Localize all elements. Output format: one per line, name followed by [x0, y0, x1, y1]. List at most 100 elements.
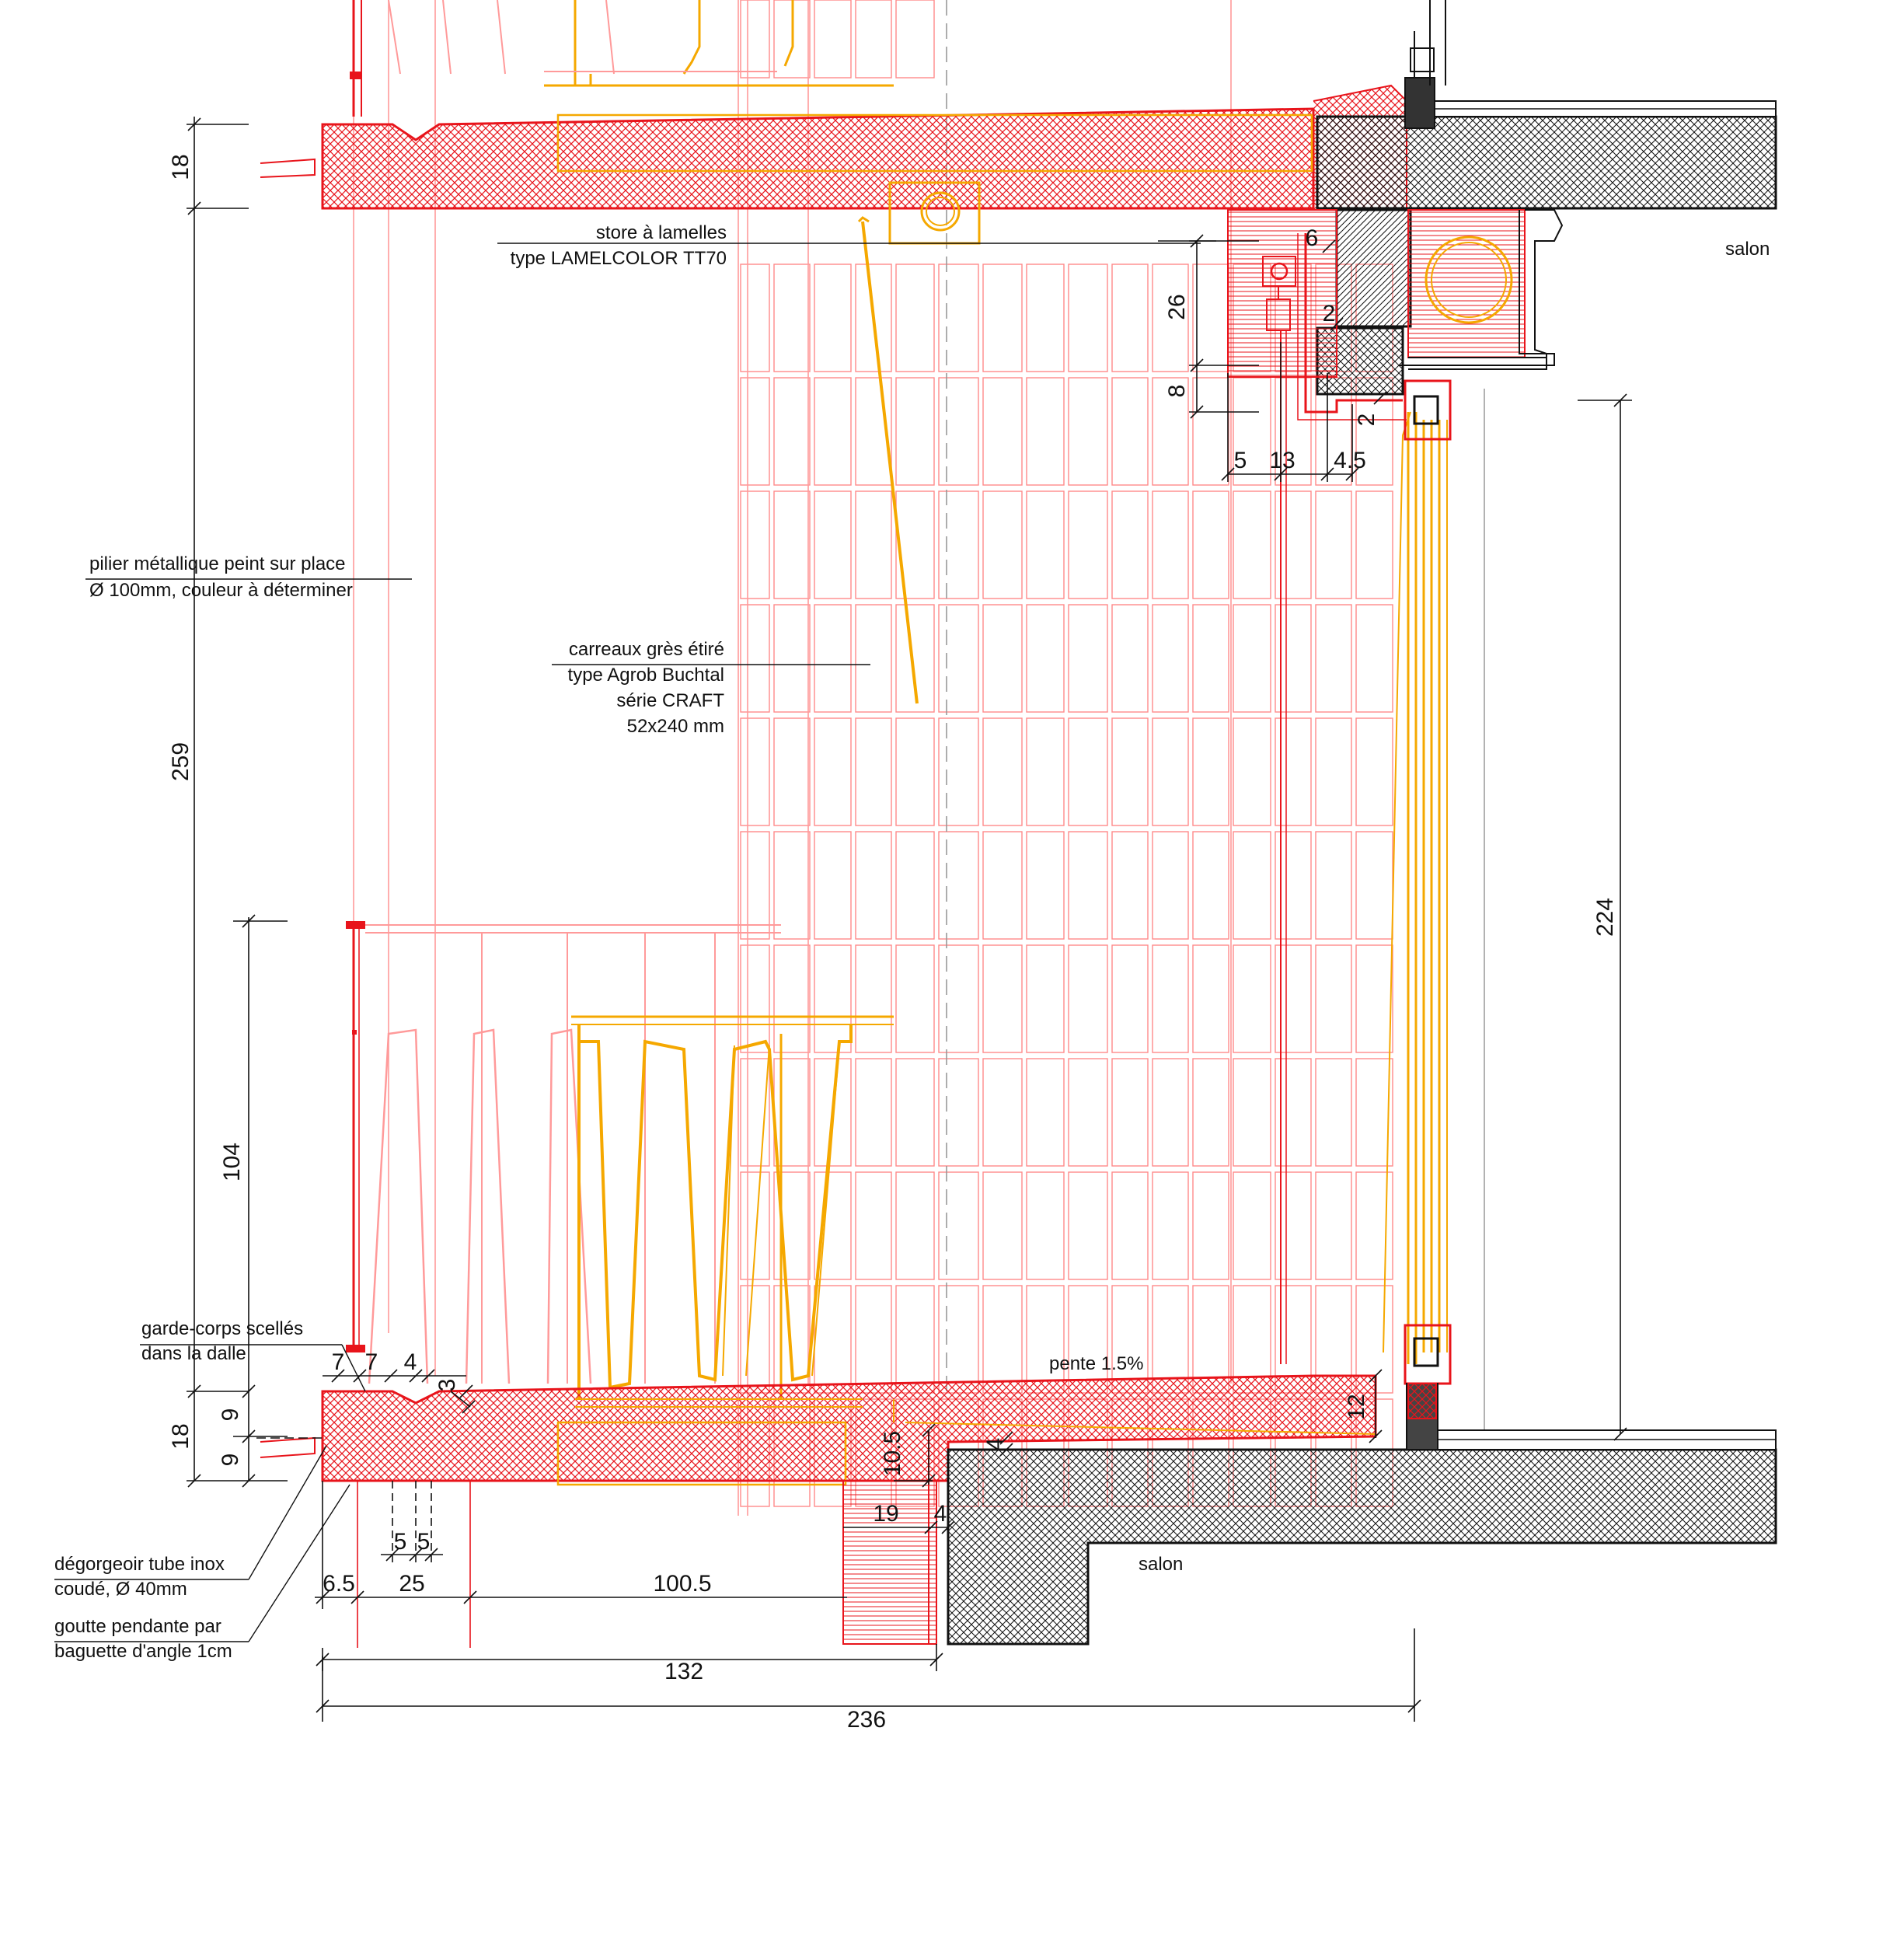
facade-tile — [1315, 1171, 1352, 1280]
facade-tile — [1233, 1058, 1271, 1167]
facade-tile — [1026, 1285, 1065, 1394]
facade-tile — [1275, 944, 1312, 1053]
facade-tile — [1068, 377, 1108, 486]
carreaux-label-line1: carreaux grès étiré — [569, 639, 724, 660]
facade-tile — [814, 377, 852, 486]
degorgeoir-label-line2: coudé, Ø 40mm — [54, 1579, 187, 1600]
facade-tile — [982, 1058, 1023, 1167]
facade-tile — [740, 490, 770, 599]
facade-tile — [1315, 831, 1352, 940]
facade-tile — [938, 490, 979, 599]
dim-236: 236 — [847, 1707, 886, 1733]
dim-6: 6 — [1306, 225, 1319, 251]
facade-tile — [814, 831, 852, 940]
lower-interior-slab — [947, 1383, 1777, 1646]
dim-5-a: 5 — [394, 1529, 407, 1555]
facade-tile — [1111, 1171, 1149, 1280]
facade-tile — [1111, 944, 1149, 1053]
facade-tile — [1355, 490, 1393, 599]
facade-tile — [1152, 1171, 1189, 1280]
facade-tile — [1111, 264, 1149, 372]
window-frame — [1383, 379, 1485, 1430]
dim-259: 259 — [168, 742, 194, 781]
facade-tile — [855, 717, 892, 826]
facade-tile — [1026, 1171, 1065, 1280]
dim-19: 19 — [873, 1501, 898, 1527]
dim-4-b: 4 — [982, 1438, 1008, 1451]
facade-tile — [1192, 377, 1229, 486]
facade-tile — [895, 1285, 935, 1394]
facade-tile — [1152, 831, 1189, 940]
facade-tile — [1275, 1171, 1312, 1280]
facade-tile — [814, 490, 852, 599]
facade-tile — [938, 944, 979, 1053]
leader-lines — [54, 243, 1201, 1642]
dim-2-b: 2 — [1354, 414, 1379, 427]
facade-tile — [1068, 831, 1108, 940]
facade-tile — [1111, 1058, 1149, 1167]
pilier-label-line1: pilier métallique peint sur place — [89, 553, 346, 574]
facade-tile — [1152, 490, 1189, 599]
facade-tile — [1068, 264, 1108, 372]
facade-tile — [938, 604, 979, 713]
facade-tile — [740, 1171, 770, 1280]
facade-tile — [1111, 717, 1149, 826]
garde-corps-label-line2: dans la dalle — [141, 1343, 246, 1364]
facade-tile — [1275, 490, 1312, 599]
facade-tile — [1068, 1285, 1108, 1394]
facade-tile — [938, 1285, 979, 1394]
facade-tile — [895, 264, 935, 372]
facade-tile — [773, 490, 811, 599]
facade-tile — [1192, 264, 1229, 372]
facade-tile — [982, 264, 1023, 372]
facade-tile — [982, 490, 1023, 599]
facade-tile — [1192, 490, 1229, 599]
dim-9-lower: 9 — [218, 1454, 243, 1467]
dimension-values: 18 259 104 18 9 9 6 26 2 8 2 5 13 4.5 22… — [168, 154, 1618, 1733]
facade-tile — [1233, 490, 1271, 599]
facade-tile — [814, 0, 852, 79]
facade-tile — [740, 264, 770, 372]
facade-tile — [1152, 264, 1189, 372]
carreaux-label-line3: série CRAFT — [616, 690, 724, 711]
dim-5-b: 5 — [417, 1529, 431, 1555]
facade-tile — [982, 717, 1023, 826]
facade-tile — [895, 377, 935, 486]
facade-tile — [1355, 944, 1393, 1053]
dim-18-top: 18 — [168, 154, 194, 180]
upper-railing — [350, 0, 894, 117]
salon-label-bottom: salon — [1139, 1554, 1183, 1575]
dim-12: 12 — [1344, 1394, 1369, 1419]
dim-100-5: 100.5 — [653, 1571, 711, 1597]
goutte-label-line1: goutte pendante par — [54, 1616, 221, 1637]
facade-tile — [982, 1285, 1023, 1394]
dim-3: 3 — [434, 1379, 460, 1392]
facade-tile — [1355, 1058, 1393, 1167]
facade-tile — [1315, 944, 1352, 1053]
dim-10-5: 10.5 — [880, 1431, 905, 1476]
facade-tile — [938, 264, 979, 372]
facade-tile — [1192, 717, 1229, 826]
carreaux-label-line2: type Agrob Buchtal — [568, 665, 724, 686]
facade-tile — [1068, 1058, 1108, 1167]
facade-tile — [1068, 490, 1108, 599]
facade-tile — [1233, 831, 1271, 940]
facade-tile — [1152, 604, 1189, 713]
facade-tile — [1315, 1058, 1352, 1167]
facade-tile — [1068, 604, 1108, 713]
facade-tile — [1275, 717, 1312, 826]
facade-tile — [855, 831, 892, 940]
facade-tile — [1152, 1285, 1189, 1394]
facade-tile — [773, 264, 811, 372]
facade-tile — [773, 1058, 811, 1167]
facade-tile — [982, 377, 1023, 486]
facade-tile — [895, 831, 935, 940]
facade-tile — [740, 831, 770, 940]
facade-tile — [1192, 604, 1229, 713]
facade-tile — [740, 0, 770, 79]
dim-8: 8 — [1164, 385, 1190, 398]
facade-tile — [855, 604, 892, 713]
dim-18-bottom: 18 — [168, 1423, 194, 1449]
facade-tile — [1233, 604, 1271, 713]
